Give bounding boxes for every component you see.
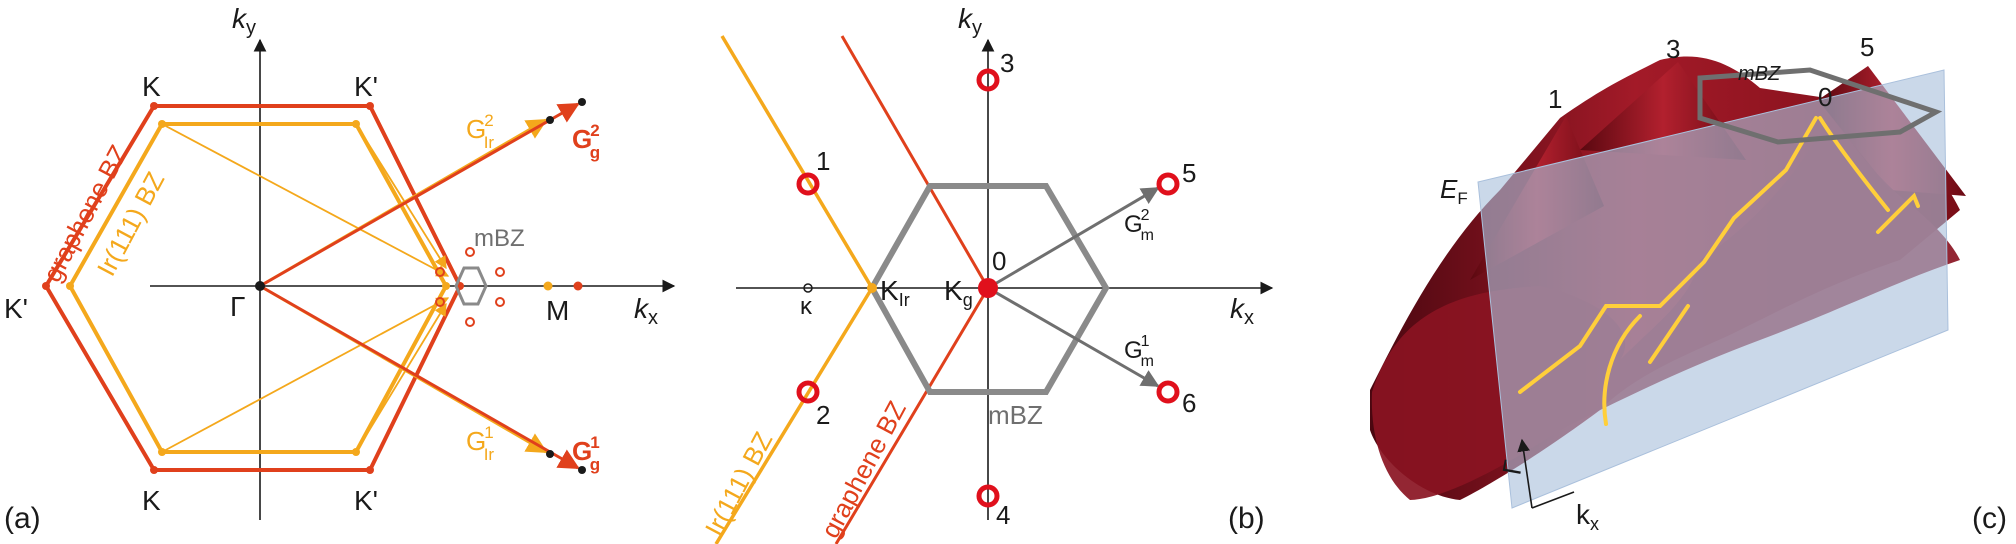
ir-bz-edge-lower: [714, 287, 874, 544]
spot-4-label: 4: [996, 500, 1010, 530]
mbz-label-b: mBZ: [988, 400, 1043, 430]
panel-b-label: (b): [1228, 502, 1265, 535]
cone-5-label: 5: [1860, 32, 1874, 62]
gamma-axis-arrow: [1517, 438, 1533, 509]
gm1-vector: [987, 286, 1160, 388]
kx-axis-arrow: [1531, 491, 1575, 509]
gamma-point: [255, 281, 265, 291]
k-top-right-label: K': [354, 71, 378, 102]
mbz-small: [435, 247, 505, 327]
fermi-contours: [1518, 116, 1920, 426]
k-bottom-left-label: K: [142, 485, 161, 516]
panel-a: (a) ky kx Γ M K K' K' K K' graphene BZ I…: [4, 3, 676, 535]
mbz-label-a: mBZ: [474, 225, 525, 252]
panel-c: (c) 1 3 0 5 mBZ EF Γ kx: [1370, 32, 2007, 535]
kappa-label: κ: [800, 293, 813, 320]
ef-label: EF: [1440, 174, 1468, 208]
k-bottom-right-label: K': [354, 485, 378, 516]
kx-axis-label-b: kx: [1230, 293, 1254, 329]
k-left-label: K': [4, 293, 28, 324]
m-label: M: [546, 295, 569, 326]
gm2-vector: [987, 186, 1160, 290]
corner-dots: [42, 102, 583, 474]
gamma-label: Γ: [230, 291, 245, 322]
spot-3-label: 3: [1000, 48, 1014, 78]
ky-axis-label-b: ky: [958, 3, 982, 39]
diffraction-spots: [796, 68, 1180, 508]
kx-axis-label: kx: [634, 293, 658, 329]
graphene-bz-edge: [840, 35, 990, 289]
k-ir-label: KIr: [880, 275, 910, 310]
origin-label: 0: [992, 246, 1006, 276]
ir-bz-edge: [720, 35, 874, 289]
panel-c-label: (c): [1972, 502, 2007, 535]
fermi-plane: [1477, 69, 1949, 509]
ir-bz-label-b: Ir(111) BZ: [699, 427, 779, 541]
k-g-point: [978, 278, 998, 298]
spot-2-label: 2: [816, 400, 830, 430]
spot-5-label: 5: [1182, 158, 1196, 188]
mbz-label-c: mBZ: [1738, 63, 1781, 85]
reciprocal-vectors: [259, 98, 586, 474]
graphene-bz-edge-lower: [834, 287, 990, 544]
spot-1-label: 1: [816, 146, 830, 176]
cone-1-label: 1: [1548, 84, 1562, 114]
k-top-left-label: K: [142, 71, 161, 102]
spot-6-label: 6: [1182, 388, 1196, 418]
cone-3-label: 3: [1666, 34, 1680, 64]
k-g-label: Kg: [944, 275, 973, 310]
k-ir-point: [867, 283, 877, 293]
gamma-axis-label: Γ: [1496, 458, 1528, 477]
kx-label-c: kx: [1576, 499, 1599, 534]
cone-0-label: 0: [1818, 82, 1832, 112]
kappa-point: [803, 283, 813, 293]
panel-a-label: (a): [4, 502, 41, 535]
ky-axis-label: ky: [232, 3, 256, 39]
mbz-hexagon-c: [1697, 67, 1943, 145]
translation-lines: [161, 123, 450, 453]
